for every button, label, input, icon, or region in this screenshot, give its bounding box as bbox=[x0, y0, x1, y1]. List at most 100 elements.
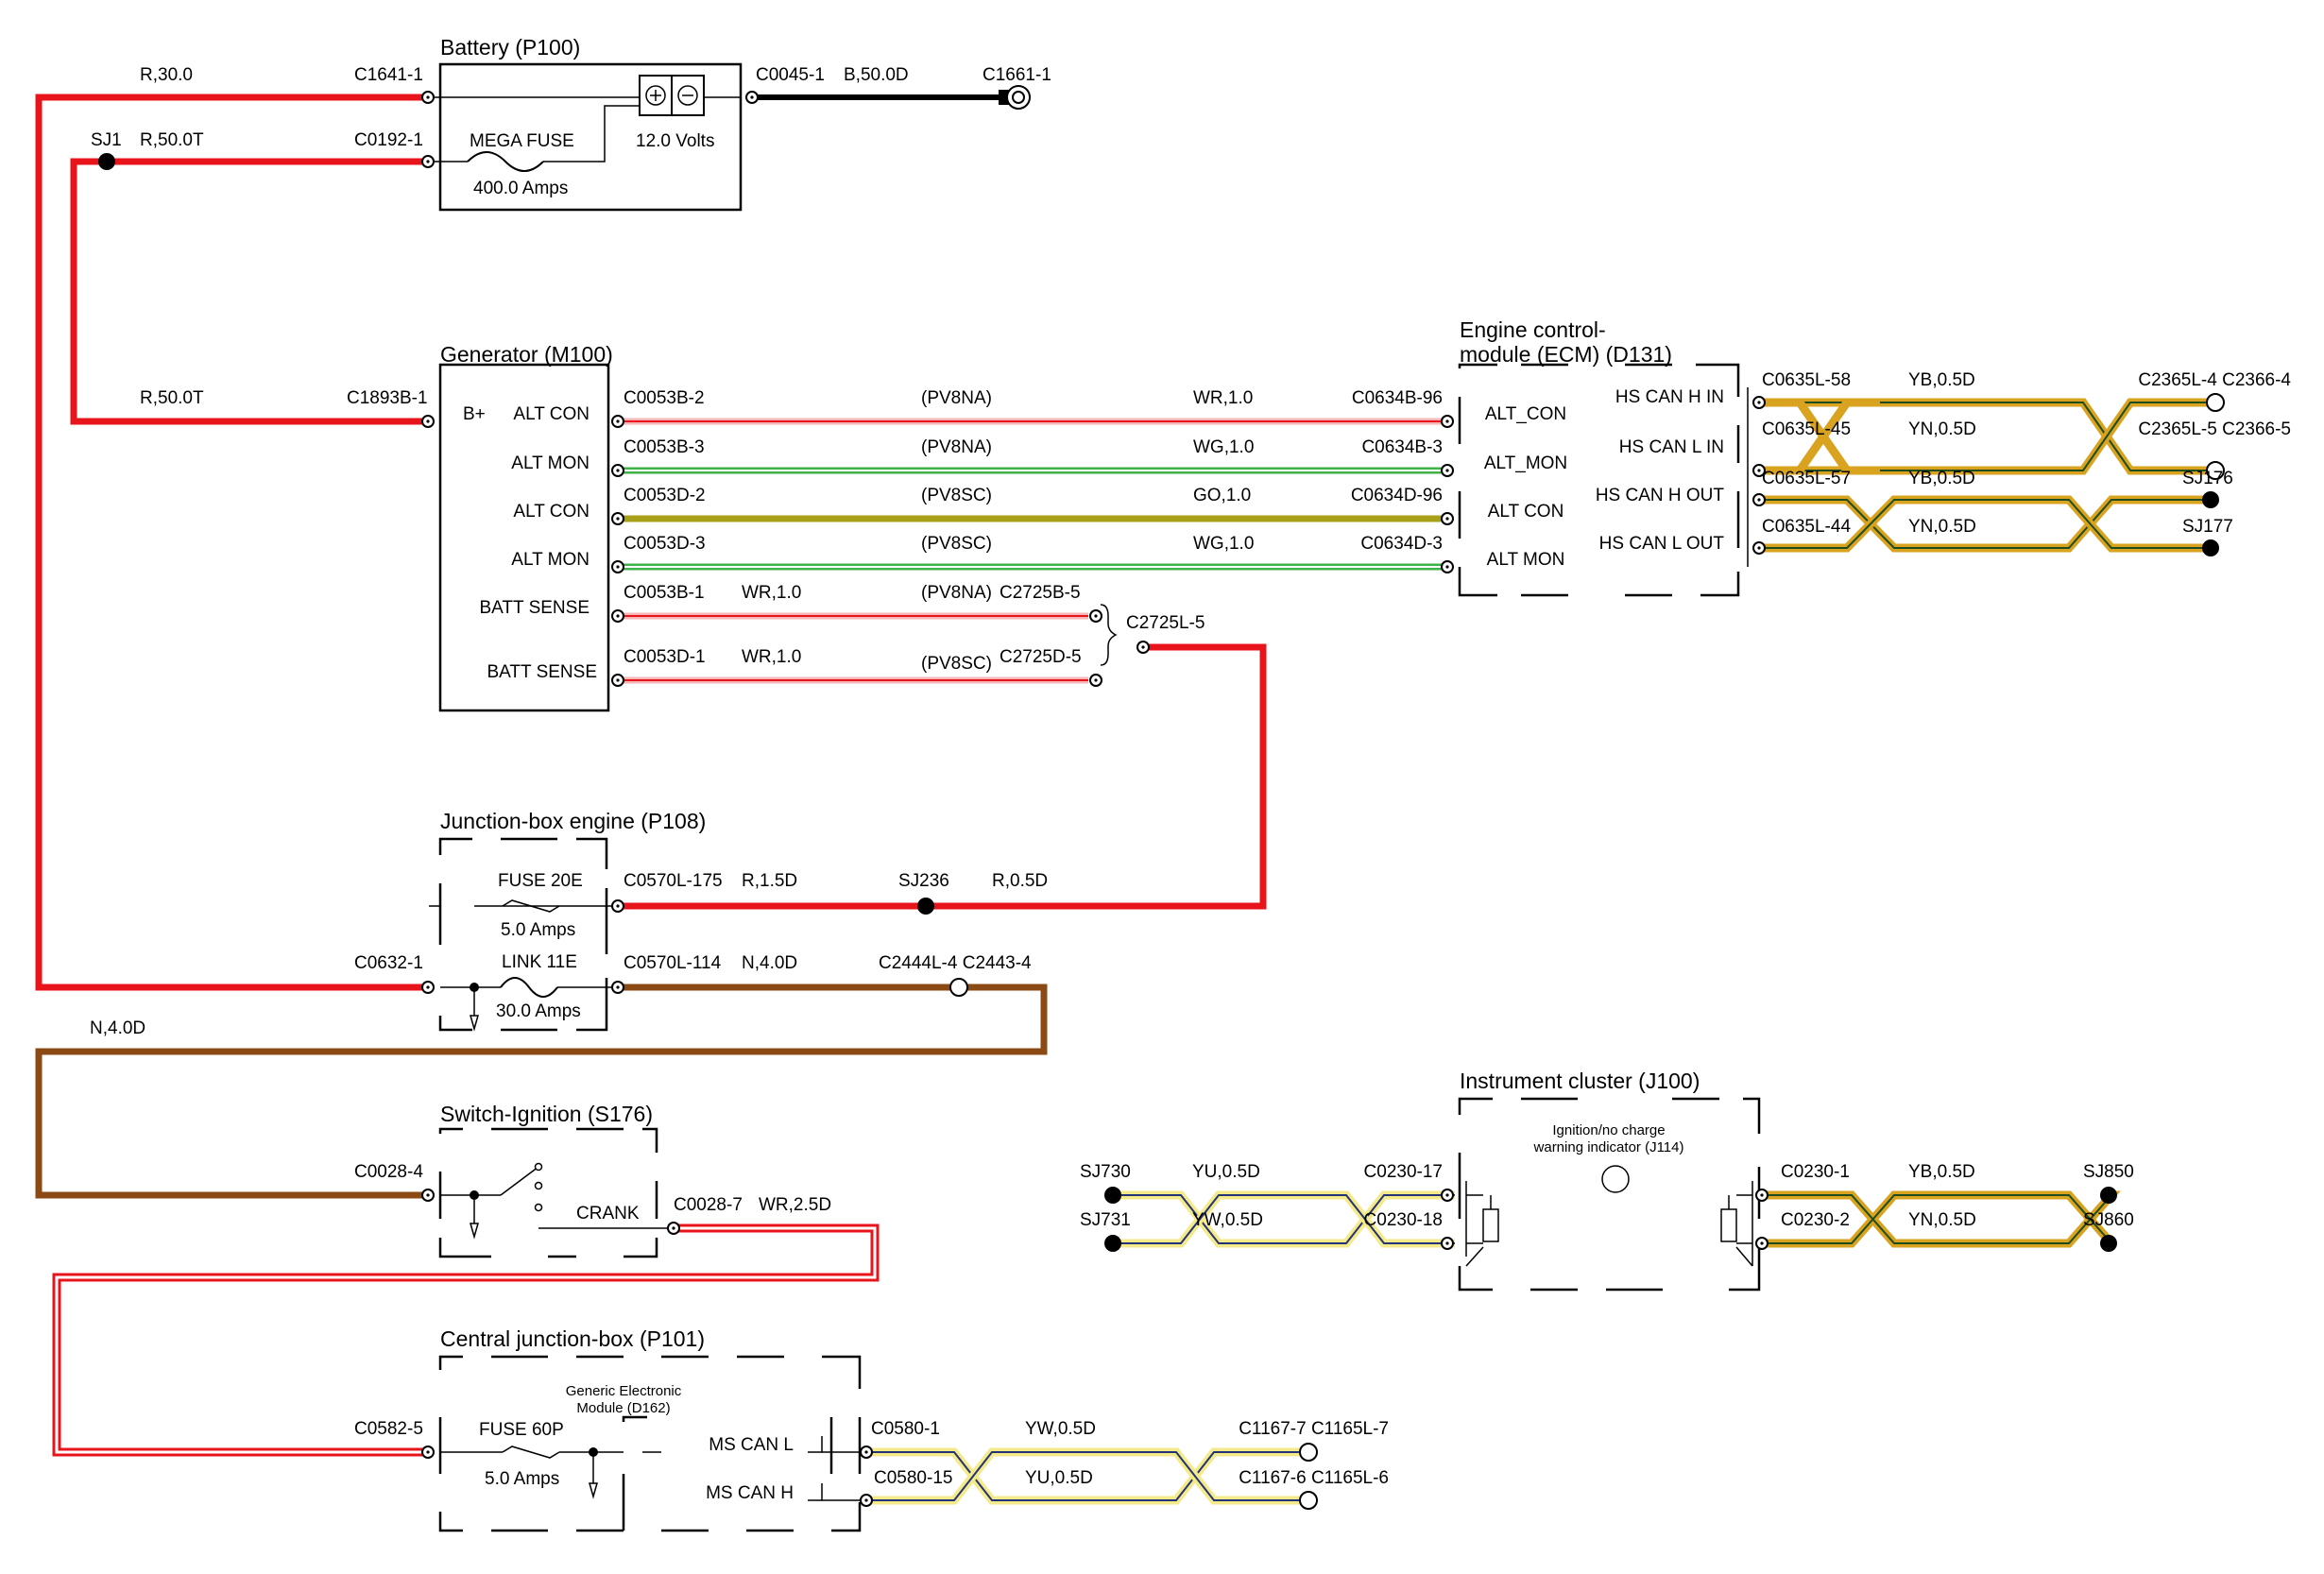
splice-label: SJ730 bbox=[1080, 1162, 1131, 1182]
connector-ends bbox=[949, 85, 2225, 1510]
wire-label: R,50.0T bbox=[140, 388, 204, 408]
connector-label: C1893B-1 bbox=[347, 388, 428, 408]
connector-label: C2725L-5 bbox=[1126, 613, 1205, 633]
connector-label: C0230-18 bbox=[1364, 1210, 1443, 1230]
gen-pin: BATT SENSE bbox=[487, 662, 598, 682]
wire-label: GO,1.0 bbox=[1193, 486, 1251, 505]
connector-label: C2444L-4 C2443-4 bbox=[879, 953, 1032, 973]
wire-label: WR,1.0 bbox=[742, 647, 801, 667]
indicator-label: Ignition/no charge bbox=[1552, 1122, 1665, 1138]
ecm-title: Engine control- bbox=[1460, 317, 1606, 342]
ecm-can-pin: HS CAN L OUT bbox=[1599, 534, 1725, 554]
wire-r30 bbox=[35, 94, 428, 991]
connector-label: C0580-15 bbox=[874, 1468, 952, 1488]
wire-label: WG,1.0 bbox=[1193, 534, 1254, 554]
ecm-pin: ALT_MON bbox=[1484, 453, 1567, 473]
battery-box bbox=[428, 62, 743, 212]
ecm-can-pin: HS CAN H IN bbox=[1615, 387, 1724, 407]
wire-label: WR,1.0 bbox=[1193, 388, 1253, 408]
wire-label: YU,0.5D bbox=[1025, 1468, 1093, 1488]
connector-label: C0053D-3 bbox=[624, 534, 706, 554]
wire-label: WG,1.0 bbox=[1193, 437, 1254, 457]
generator-box bbox=[438, 363, 610, 712]
connector-label: C0632-1 bbox=[354, 953, 423, 973]
connector-label: C0635L-57 bbox=[1762, 469, 1851, 488]
ecm-can-pin: HS CAN L IN bbox=[1619, 437, 1724, 457]
wire-label: YB,0.5D bbox=[1908, 1162, 1975, 1182]
ms-can-pin: MS CAN H bbox=[706, 1483, 794, 1503]
connector-label: C2725B-5 bbox=[1000, 583, 1081, 603]
connector-label: C0230-17 bbox=[1364, 1162, 1443, 1182]
indicator-label: warning indicator (J114) bbox=[1533, 1139, 1684, 1155]
connector-label: C0570L-175 bbox=[624, 871, 723, 891]
ms-can-pin: MS CAN L bbox=[709, 1435, 794, 1455]
variant-label: (PV8NA) bbox=[921, 583, 992, 603]
splice-label: SJ177 bbox=[2182, 517, 2233, 537]
splice-label: SJ1 bbox=[91, 130, 122, 150]
wire-label: YB,0.5D bbox=[1908, 469, 1975, 488]
splice-label: SJ850 bbox=[2083, 1162, 2134, 1182]
wire-n40-b bbox=[35, 984, 1048, 1199]
variant-label: (PV8SC) bbox=[921, 534, 992, 554]
fuse-label: FUSE 20E bbox=[498, 871, 583, 891]
connector-label: C0028-4 bbox=[354, 1162, 423, 1182]
ecm-pin: ALT CON bbox=[1488, 502, 1564, 522]
gem-label: Module (D162) bbox=[576, 1400, 670, 1416]
wire-label: N,4.0D bbox=[742, 953, 797, 973]
crank-label: CRANK bbox=[576, 1204, 640, 1223]
gen-pin: BATT SENSE bbox=[480, 598, 590, 618]
connector-label: C0635L-58 bbox=[1762, 370, 1851, 390]
wire-label: YU,0.5D bbox=[1192, 1162, 1260, 1182]
connector-label: C0634B-96 bbox=[1352, 388, 1443, 408]
generator-title: Generator (M100) bbox=[440, 342, 613, 367]
variant-label: (PV8SC) bbox=[921, 654, 992, 674]
connector-label: C0045-1 bbox=[756, 65, 825, 85]
connector-label: C0635L-44 bbox=[1762, 517, 1851, 537]
connector-label: C0053D-2 bbox=[624, 486, 706, 505]
connector-label: C0635L-45 bbox=[1762, 419, 1851, 439]
ignition-title: Switch-Ignition (S176) bbox=[440, 1102, 653, 1126]
wire-label: R,50.0T bbox=[140, 130, 204, 150]
wire-label: R,0.5D bbox=[992, 871, 1048, 891]
connector-label: C0634D-96 bbox=[1351, 486, 1443, 505]
battery-volts: 12.0 Volts bbox=[636, 131, 714, 151]
variant-label: (PV8SC) bbox=[921, 486, 992, 505]
ecm-pin: ALT_CON bbox=[1485, 404, 1566, 424]
cjb-title: Central junction-box (P101) bbox=[440, 1326, 705, 1351]
variant-label: (PV8NA) bbox=[921, 388, 992, 408]
bplus-label: B+ bbox=[463, 404, 486, 424]
connector-label: C0230-1 bbox=[1781, 1162, 1850, 1182]
wire-label: WR,2.5D bbox=[759, 1195, 831, 1215]
wire-label: N,4.0D bbox=[90, 1018, 145, 1038]
connector-label: C1167-6 C1165L-6 bbox=[1239, 1468, 1389, 1488]
wire-r50t bbox=[70, 158, 428, 425]
connector-label: C0582-5 bbox=[354, 1419, 423, 1439]
wire-label: YN,0.5D bbox=[1908, 517, 1976, 537]
wire-label: YB,0.5D bbox=[1908, 370, 1975, 390]
connector-label: C2725D-5 bbox=[1000, 647, 1082, 667]
ecm-pin: ALT MON bbox=[1487, 550, 1565, 570]
mega-fuse-rating: 400.0 Amps bbox=[473, 179, 568, 198]
connector-label: C0570L-114 bbox=[624, 953, 722, 973]
wire-label: YN,0.5D bbox=[1908, 1210, 1976, 1230]
wire-label: WR,1.0 bbox=[742, 583, 801, 603]
fuse-rating: 5.0 Amps bbox=[485, 1469, 559, 1489]
ecm-can-pin: HS CAN H OUT bbox=[1596, 486, 1725, 505]
wire-r05 bbox=[618, 643, 1267, 910]
connector-label: C2365L-5 C2366-5 bbox=[2138, 419, 2291, 439]
ecm-box bbox=[1458, 363, 1749, 597]
gem-label: Generic Electronic bbox=[566, 1383, 682, 1399]
switch-contacts-icon bbox=[534, 1162, 543, 1212]
connector-label: C2365L-4 C2366-4 bbox=[2138, 370, 2291, 390]
splice-label: SJ860 bbox=[2083, 1210, 2134, 1230]
link-rating: 30.0 Amps bbox=[496, 1001, 581, 1021]
wire-label: R,30.0 bbox=[140, 65, 193, 85]
connector-label: C1641-1 bbox=[354, 65, 423, 85]
connector-label: C1167-7 C1165L-7 bbox=[1239, 1419, 1389, 1439]
gen-pin: ALT CON bbox=[513, 404, 590, 424]
splice-label: SJ236 bbox=[898, 871, 949, 891]
link-label: LINK 11E bbox=[502, 952, 577, 972]
wire-label: YN,0.5D bbox=[1908, 419, 1976, 439]
wire-label: YW,0.5D bbox=[1192, 1210, 1263, 1230]
